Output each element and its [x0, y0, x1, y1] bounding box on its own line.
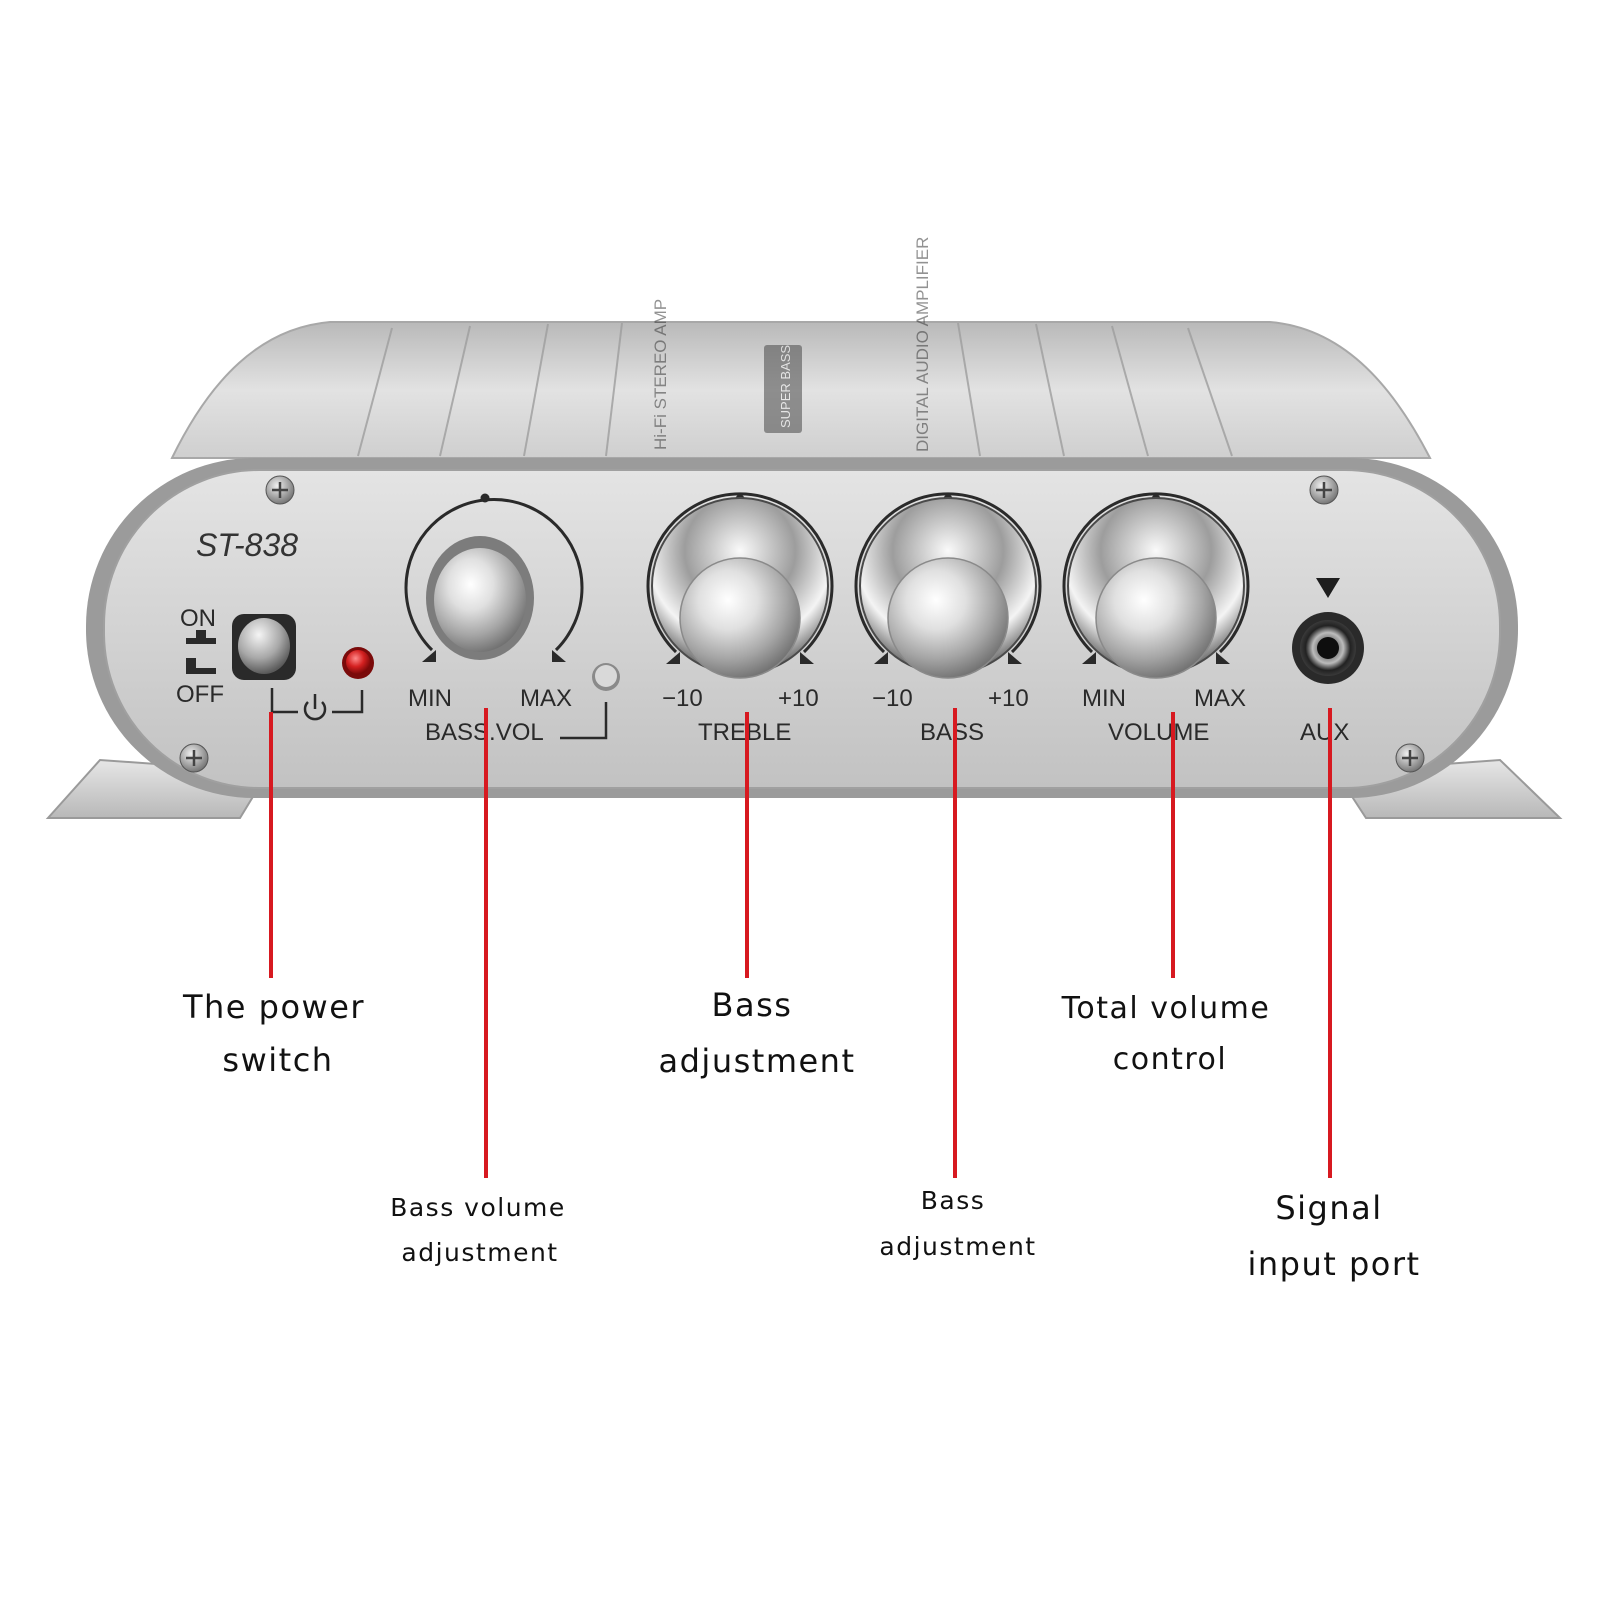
switch-off-indicator-icon: [186, 658, 216, 674]
callout-bass: Bass adjustment: [879, 1186, 1036, 1261]
callout-treble-line2: adjustment: [659, 1042, 856, 1080]
callout-treble: Bass adjustment: [659, 986, 856, 1080]
power-switch-button[interactable]: [232, 614, 296, 680]
bass-indicator-lamp: [592, 663, 620, 691]
bass-volume-knob[interactable]: [426, 536, 534, 660]
bass-knob[interactable]: [859, 497, 1037, 679]
callout-bass-line2: adjustment: [879, 1232, 1036, 1261]
panel-screw-bottom-left: [179, 743, 209, 773]
callout-bass-volume: Bass volume adjustment: [390, 1193, 566, 1267]
callout-signal-input: Signal input port: [1247, 1189, 1420, 1283]
volume-max-label: MAX: [1194, 685, 1246, 712]
bass-min-label: −10: [872, 685, 913, 712]
callout-signal-input-line1: Signal: [1275, 1189, 1382, 1227]
callout-treble-line1: Bass: [712, 986, 793, 1024]
treble-min-label: −10: [662, 685, 703, 712]
top-print-left: Hi-Fi STEREO AMP: [651, 299, 670, 450]
aux-arrow-icon: [1316, 578, 1340, 598]
callout-total-volume-line1: Total volume: [1061, 991, 1271, 1026]
callout-lines: [269, 708, 1332, 1178]
aux-jack-group: AUX: [1292, 578, 1364, 746]
power-led: [342, 647, 374, 679]
heatsink-top: Hi-Fi STEREO AMP SUPER BASS DIGITAL AUDI…: [170, 237, 1432, 459]
callout-bass-line1: Bass: [921, 1186, 986, 1215]
aux-input-jack[interactable]: [1292, 612, 1364, 684]
power-switch-group: ON OFF: [176, 605, 296, 708]
callout-power-switch-line2: switch: [222, 1041, 333, 1079]
bass-volume-max-label: MAX: [520, 685, 572, 712]
volume-knob-group: MIN MAX VOLUME: [1062, 492, 1250, 746]
callout-signal-input-line2: input port: [1247, 1245, 1420, 1283]
callout-total-volume: Total volume control: [1061, 991, 1271, 1077]
bass-max-label: +10: [988, 685, 1029, 712]
callout-bass-volume-line1: Bass volume: [390, 1193, 566, 1222]
panel-screw-bottom-right: [1395, 743, 1425, 773]
panel-screw-top-left: [265, 475, 295, 505]
model-label: ST-838: [196, 527, 298, 563]
callout-power-switch-line1: The power: [182, 988, 365, 1026]
top-print-center: SUPER BASS: [778, 345, 793, 428]
treble-knob[interactable]: [651, 497, 829, 679]
top-print-right: DIGITAL AUDIO AMPLIFIER: [913, 237, 932, 452]
treble-max-label: +10: [778, 685, 819, 712]
volume-label: VOLUME: [1108, 719, 1209, 746]
switch-on-label: ON: [180, 605, 216, 632]
bass-label: BASS: [920, 719, 984, 746]
bass-volume-bracket: [560, 702, 608, 740]
treble-label: TREBLE: [698, 719, 791, 746]
callout-total-volume-line2: control: [1113, 1042, 1228, 1077]
callout-power-switch: The power switch: [182, 988, 365, 1079]
switch-off-label: OFF: [176, 681, 224, 708]
panel-screw-top-right: [1309, 475, 1339, 505]
aux-label: AUX: [1300, 719, 1349, 746]
power-symbol-icon: [303, 694, 327, 721]
volume-knob[interactable]: [1067, 497, 1245, 679]
volume-min-label: MIN: [1082, 685, 1126, 712]
treble-knob-group: −10 +10 TREBLE: [646, 492, 834, 746]
bass-knob-group: −10 +10 BASS: [854, 492, 1042, 746]
bass-volume-min-label: MIN: [408, 685, 452, 712]
switch-on-indicator-icon: [186, 630, 216, 644]
callout-bass-volume-line2: adjustment: [401, 1238, 558, 1267]
